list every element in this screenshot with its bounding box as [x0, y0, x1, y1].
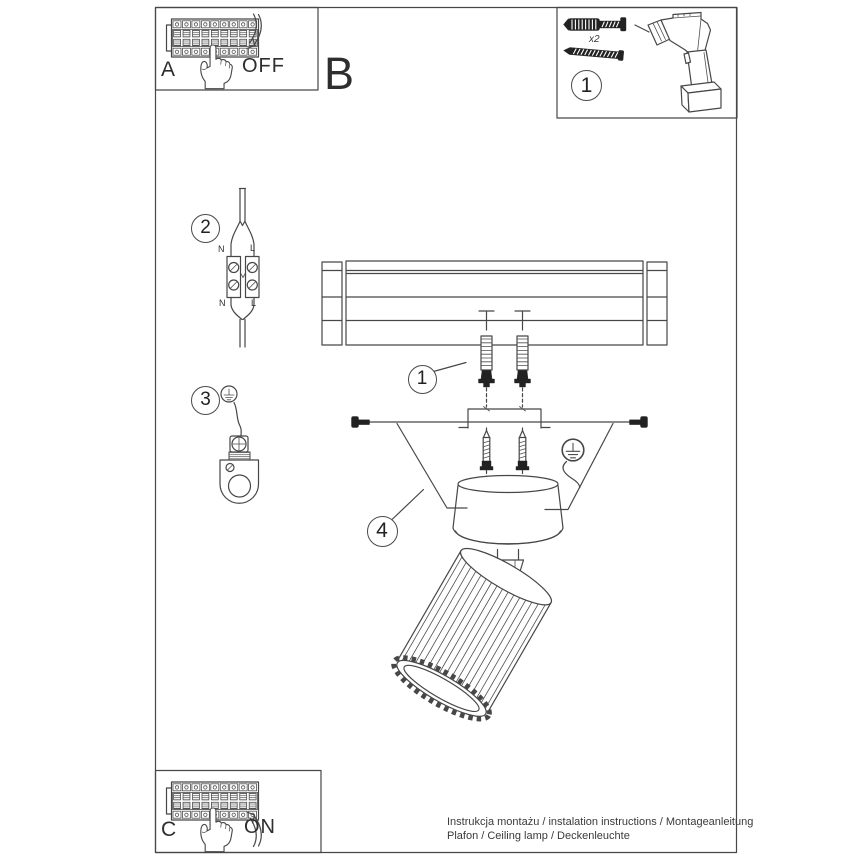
wire-l-bottom-label: L: [251, 298, 257, 308]
parts-box: [556, 6, 738, 119]
wire-l-top-label: L: [250, 243, 256, 253]
screw-icon: [563, 47, 624, 61]
parts-step-badge: 1: [571, 70, 602, 101]
box-a-label: A: [161, 58, 176, 81]
plugs-step-badge: 1: [407, 364, 437, 394]
wiring-step-badge: 2: [191, 213, 220, 243]
wire-n-top-label: N: [218, 244, 225, 254]
grounding-step-badge: 3: [191, 385, 220, 415]
footer-text: Instrukcja montażu / instalation instruc…: [447, 815, 753, 843]
mounting-rail: [321, 260, 668, 346]
drill-icon: [634, 11, 722, 113]
lamp-shade-icon: [391, 547, 553, 722]
section-b-label: B: [324, 48, 355, 99]
wall-plug-icon: [563, 17, 627, 32]
footer-line-2: Plafon / Ceiling lamp / Deckenleuchte: [447, 830, 630, 842]
box-a-power-off: [154, 6, 319, 91]
terminal-block-icon: [228, 261, 258, 291]
wire-n-bottom-label: N: [219, 298, 226, 308]
box-c-power-on: [154, 769, 322, 854]
box-c-label: C: [161, 818, 177, 841]
on-label: ON: [244, 816, 276, 838]
page-border: [154, 6, 738, 854]
off-label: OFF: [242, 55, 285, 77]
canopy-ground: [561, 438, 585, 489]
ground-wire-diagram: [219, 385, 260, 504]
footer-line-1: Instrukcja montażu / instalation instruc…: [447, 816, 754, 828]
mounting-screws: [479, 429, 530, 471]
wire-terminal-diagram: [226, 187, 260, 348]
quantity-label: x2: [589, 34, 600, 45]
mounting-bracket: [351, 406, 648, 511]
mounting-step-badge: 4: [366, 515, 398, 547]
leader-lines: [390, 361, 467, 521]
